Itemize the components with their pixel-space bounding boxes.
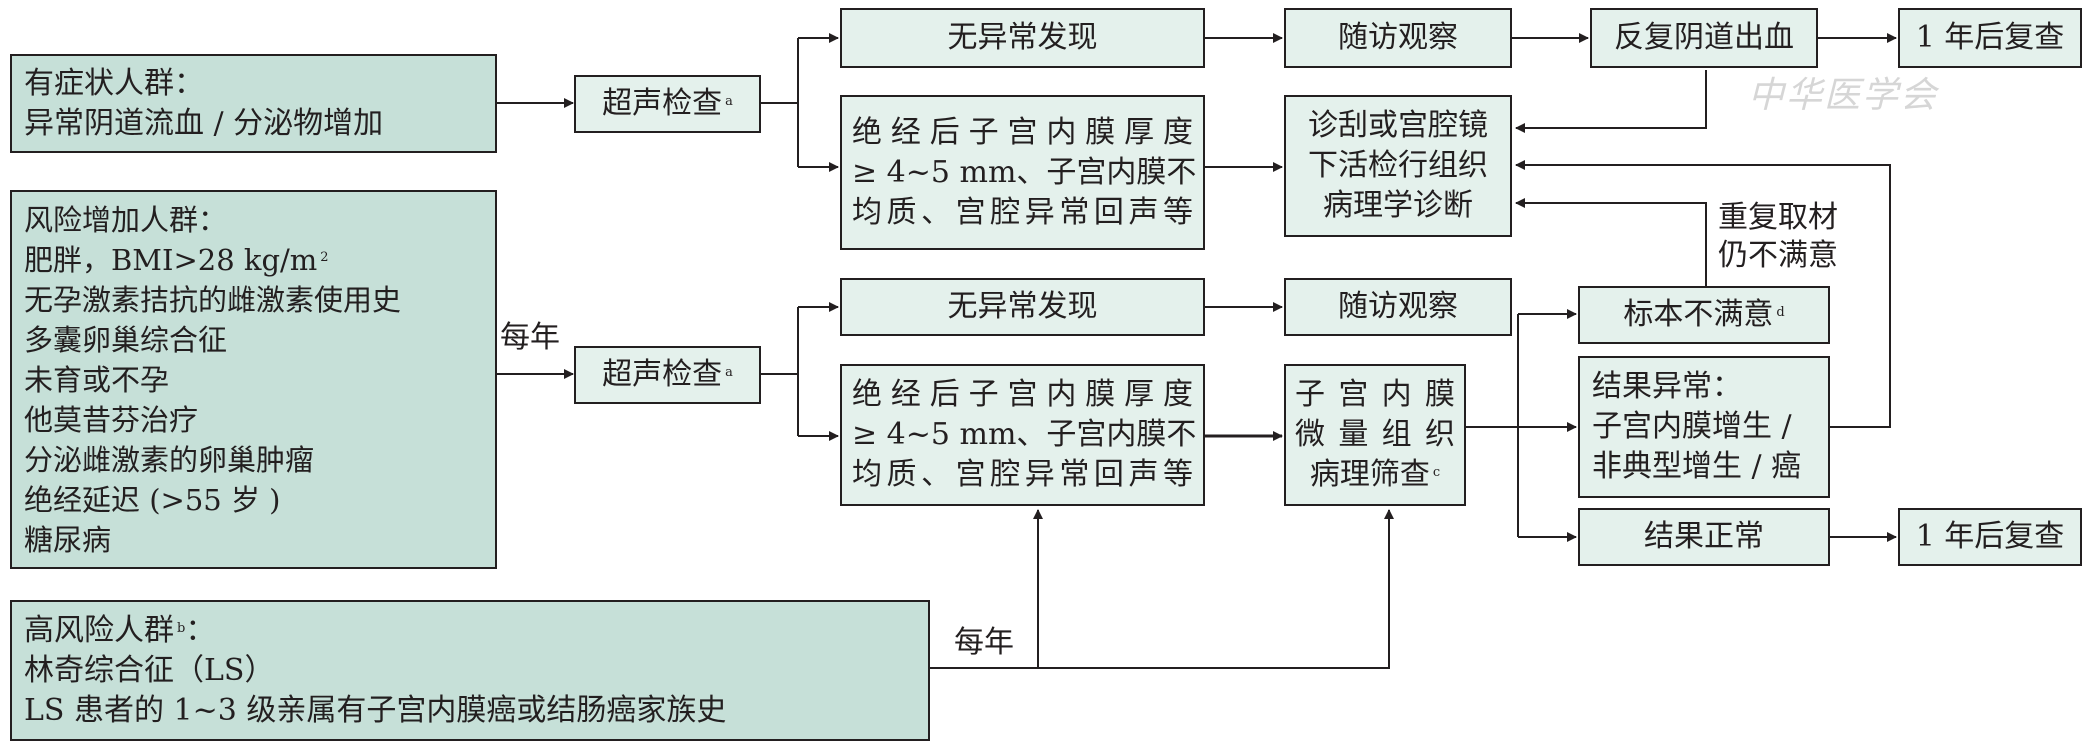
node-recheck-bottom: 1 年后复查 — [1898, 508, 2082, 566]
node-biopsy-diagnosis: 诊刮或宫腔镜 下活检行组织 病理学诊断 — [1284, 95, 1512, 237]
group-increased-item: 多囊卵巢综合征 — [24, 322, 228, 357]
group-symptomatic: 有症状人群： 异常阴道流血 / 分泌物增加 — [10, 54, 497, 153]
node-abnormal-findings-top: 绝经后子宫内膜厚度 ≥ 4~5 mm、子宫内膜不 均质、宫腔异常回声等 — [840, 95, 1205, 250]
group-increased-item: 无孕激素拮抗的雌激素使用史 — [24, 282, 402, 317]
bmi-exponent: 2 — [320, 249, 329, 265]
arrow-unsat-to-biopsy — [1515, 198, 1707, 286]
group-increased-item: 他莫昔芬治疗 — [24, 402, 199, 437]
group-high-item: LS 患者的 1~3 级亲属有子宫内膜癌或结肠癌家族史 — [24, 692, 727, 728]
group-increased-item: 绝经延迟 (>55 岁 ) — [24, 482, 281, 517]
group-increased-item: 糖尿病 — [24, 522, 112, 557]
node-result-normal: 结果正常 — [1578, 508, 1830, 566]
group-increased-item: 分泌雌激素的卵巢肿瘤 — [24, 442, 315, 477]
group-high-item: 林奇综合征（LS） — [24, 652, 275, 688]
label-still-unsatisfactory: 仍不满意 — [1718, 238, 1838, 273]
group-symptomatic-line: 异常阴道流血 / 分泌物增加 — [24, 105, 384, 141]
watermark-logo: 中华医学会 — [1748, 75, 1939, 116]
arrow-result-abn-to-biopsy — [1515, 160, 1891, 428]
node-repeated-bleeding: 反复阴道出血 — [1590, 8, 1818, 68]
node-follow-up-top: 随访观察 — [1284, 8, 1512, 68]
arrow-bleed-to-biopsy — [1515, 70, 1707, 133]
group-increased-item: 未育或不孕 — [24, 362, 170, 397]
node-abnormal-findings-mid: 绝经后子宫内膜厚度 ≥ 4~5 mm、子宫内膜不 均质、宫腔异常回声等 — [840, 364, 1205, 506]
group-increased-title: 风险增加人群： — [24, 202, 228, 237]
group-symptomatic-title: 有症状人群： — [24, 65, 204, 101]
node-no-abnormality-mid: 无异常发现 — [840, 278, 1205, 336]
label-repeat-sampling: 重复取材 — [1718, 200, 1838, 235]
label-yearly-increased: 每年 — [500, 320, 560, 355]
node-no-abnormality-top: 无异常发现 — [840, 8, 1205, 68]
label-yearly-high: 每年 — [954, 625, 1014, 660]
node-recheck-top: 1 年后复查 — [1898, 8, 2082, 68]
node-result-abnormal: 结果异常： 子宫内膜增生 / 非典型增生 / 癌 — [1578, 356, 1830, 498]
node-follow-up-mid: 随访观察 — [1284, 278, 1512, 336]
